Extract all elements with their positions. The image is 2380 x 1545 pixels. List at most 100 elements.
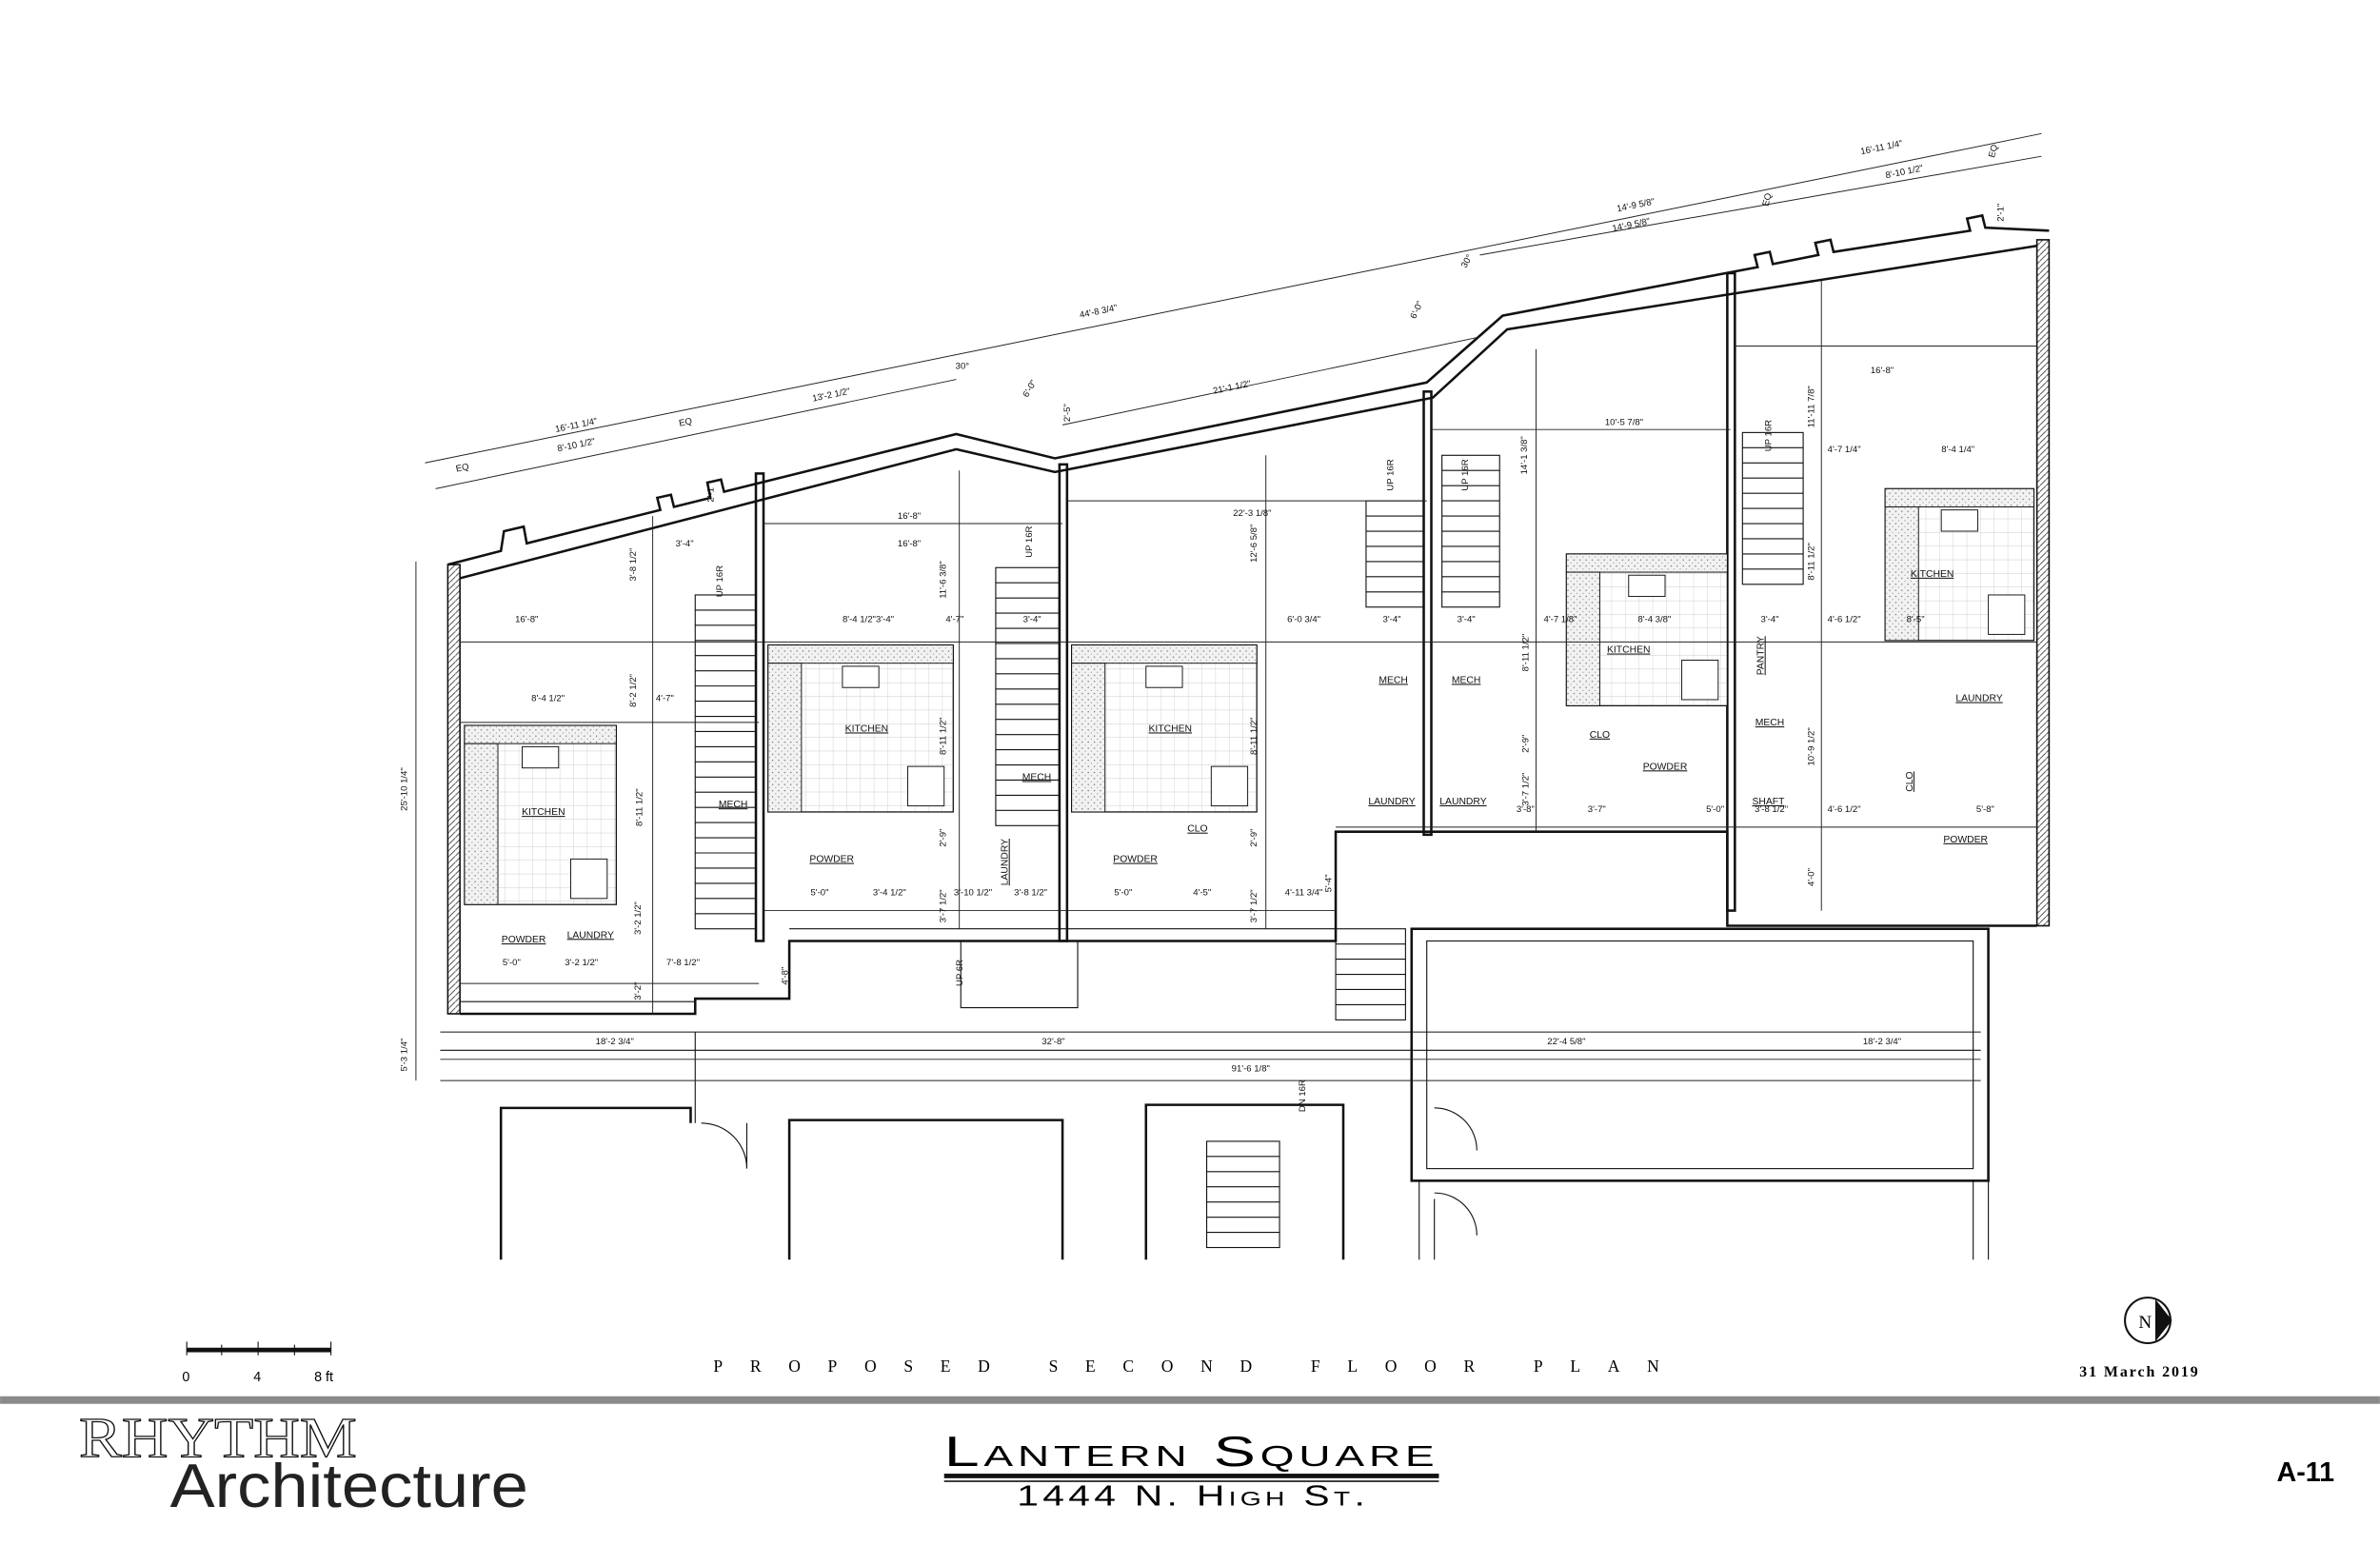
dimension-label: 30° <box>1459 252 1476 269</box>
kitchen-counter <box>1884 487 2034 507</box>
dimension-label: 2'-1" <box>705 485 716 503</box>
dimension-label: 8'-2 1/2" <box>628 674 639 707</box>
scale-tick-4: 4 <box>253 1370 261 1385</box>
rear-wall <box>460 830 2037 1016</box>
dimension-label: 3'-8 1/2" <box>1014 888 1047 899</box>
dimension-label: 13'-2 1/2" <box>811 386 851 405</box>
north-label: N <box>2138 1313 2152 1333</box>
dimension-label: 8'-10 1/2" <box>557 436 597 454</box>
dimension-label: 4'-8" <box>781 967 791 985</box>
dimension-label: 3'-2 1/2" <box>633 901 644 935</box>
dimension-label: 16'-8" <box>515 615 538 625</box>
dimension-label: 18'-2 3/4" <box>596 1037 634 1047</box>
dimension-label: 2'-1" <box>1996 204 2007 222</box>
firm-logo-architecture: Architecture <box>170 1451 528 1520</box>
front-facade-wall <box>447 213 2050 566</box>
stair-run <box>1205 1140 1280 1249</box>
room-label-clo: CLO <box>1590 730 1610 741</box>
dimension-label: 3'-4 1/2" <box>873 888 906 899</box>
room-label-mech: MECH <box>1452 675 1481 685</box>
dimension-label: 4'-6 1/2" <box>1828 804 1861 815</box>
dimension-label: 4'-7 1/8" <box>1544 615 1577 625</box>
dimension-label: 3'-4" <box>1458 615 1476 625</box>
room-label-powder: POWDER <box>1113 855 1158 865</box>
dimension-label: 8'-11 1/2" <box>1249 717 1259 755</box>
dimension-label: 8'-11 1/2" <box>938 717 948 755</box>
stair-label: UP 16R <box>715 565 725 597</box>
dimension-label: 2'-9" <box>938 829 948 847</box>
dimension-label: EQ <box>455 462 470 475</box>
dimension-label: 8'-4 1/4" <box>1941 445 1974 455</box>
dimension-label: 4'-11 3/4" <box>1285 888 1323 899</box>
dimension-label: 4'-0" <box>1806 868 1816 886</box>
dimension-label: 25'-10 1/4" <box>399 767 409 811</box>
kitchen-fixtures <box>464 487 2035 905</box>
dimension-label: 5'-0" <box>1706 804 1724 815</box>
dimension-label: 16'-11 1/4" <box>1859 139 1903 158</box>
stair-label: UP 16R <box>1460 459 1471 490</box>
sink-icon <box>1940 509 1978 532</box>
stair-label: UP 16R <box>1764 420 1775 451</box>
room-label-mech: MECH <box>1755 718 1785 728</box>
dimension-label: 5'-8" <box>1976 804 1994 815</box>
dimension-label: 8'-5" <box>1907 615 1925 625</box>
right-party-wall <box>2035 239 2051 927</box>
facade-inner-line <box>459 245 2037 580</box>
room-label-laundry: LAUNDRY <box>1368 797 1415 807</box>
dimension-label: 8'-10 1/2" <box>1885 163 1925 181</box>
left-party-wall <box>446 564 461 1015</box>
sink-icon <box>1145 665 1183 688</box>
room-label-shaft: SHAFT <box>1752 797 1785 807</box>
dimension-label: 3'-8" <box>1517 804 1535 815</box>
refrigerator-icon <box>1681 660 1719 701</box>
dimension-lines <box>415 132 2042 1081</box>
scale-tick-0: 0 <box>182 1370 189 1385</box>
dimension-label: EQ <box>678 416 693 429</box>
room-label-powder: POWDER <box>502 935 546 945</box>
sink-icon <box>842 665 880 688</box>
room-label-laundry: LAUNDRY <box>1955 694 2002 704</box>
sink-icon <box>522 745 560 769</box>
stair-run <box>995 566 1061 826</box>
stair-label: UP 16R <box>1024 525 1035 557</box>
room-label-clo: CLO <box>1905 771 1915 791</box>
stairs <box>694 431 1804 1249</box>
dimension-label: 3'-7 1/2" <box>1521 773 1532 806</box>
refrigerator-icon <box>570 858 608 900</box>
dimension-label: 8'-11 1/2" <box>1806 543 1816 581</box>
dimension-label: 4'-6 1/2" <box>1828 615 1861 625</box>
refrigerator-icon <box>1210 765 1249 807</box>
dimension-label: 16'-8" <box>898 539 921 549</box>
dimension-label: 3'-4" <box>676 539 694 549</box>
dimension-label: 10'-5 7/8" <box>1605 417 1643 427</box>
dimension-label: 3'-7 1/2" <box>938 889 948 922</box>
room-label-kitchen: KITCHEN <box>1607 645 1650 656</box>
dimension-label: 8'-4 1/2" <box>843 615 876 625</box>
dimension-label: 11'-6 3/8" <box>938 561 948 599</box>
room-label-kitchen: KITCHEN <box>1149 723 1192 734</box>
project-name: Lantern Square <box>944 1429 1439 1476</box>
dimension-label: 3'-4" <box>1023 615 1041 625</box>
dimension-label: 14'-9 5/8" <box>1616 197 1656 215</box>
dimension-label: 3'-10 1/2" <box>954 888 992 899</box>
scale-bar: 0 4 8 ft <box>182 1341 333 1385</box>
dimension-label: 10'-9 1/2" <box>1806 727 1816 765</box>
room-label-powder: POWDER <box>1943 835 1988 845</box>
stair-label: DN 16R <box>1298 1080 1308 1112</box>
refrigerator-icon <box>906 765 945 807</box>
kitchen-counter <box>1565 553 1728 573</box>
kitchen-counter <box>767 644 954 664</box>
dimension-label: 8'-11 1/2" <box>634 788 645 826</box>
drawing-title: PROPOSED SECOND FLOOR PLAN <box>713 1357 1686 1376</box>
dimension-label: 4'-5" <box>1193 888 1211 899</box>
dimension-label: 22'-4 5/8" <box>1547 1037 1585 1047</box>
dimension-label: 4'-7" <box>656 694 674 704</box>
dimension-label: 5'-0" <box>1114 888 1132 899</box>
room-label-laundry: LAUNDRY <box>567 930 614 941</box>
dimension-label: 3'-2 1/2" <box>565 958 598 968</box>
dimension-label: 6'-0" <box>1408 300 1425 321</box>
room-label-kitchen: KITCHEN <box>1911 569 1954 580</box>
kitchen-counter <box>464 724 617 744</box>
kitchen-counter <box>1884 506 1919 642</box>
